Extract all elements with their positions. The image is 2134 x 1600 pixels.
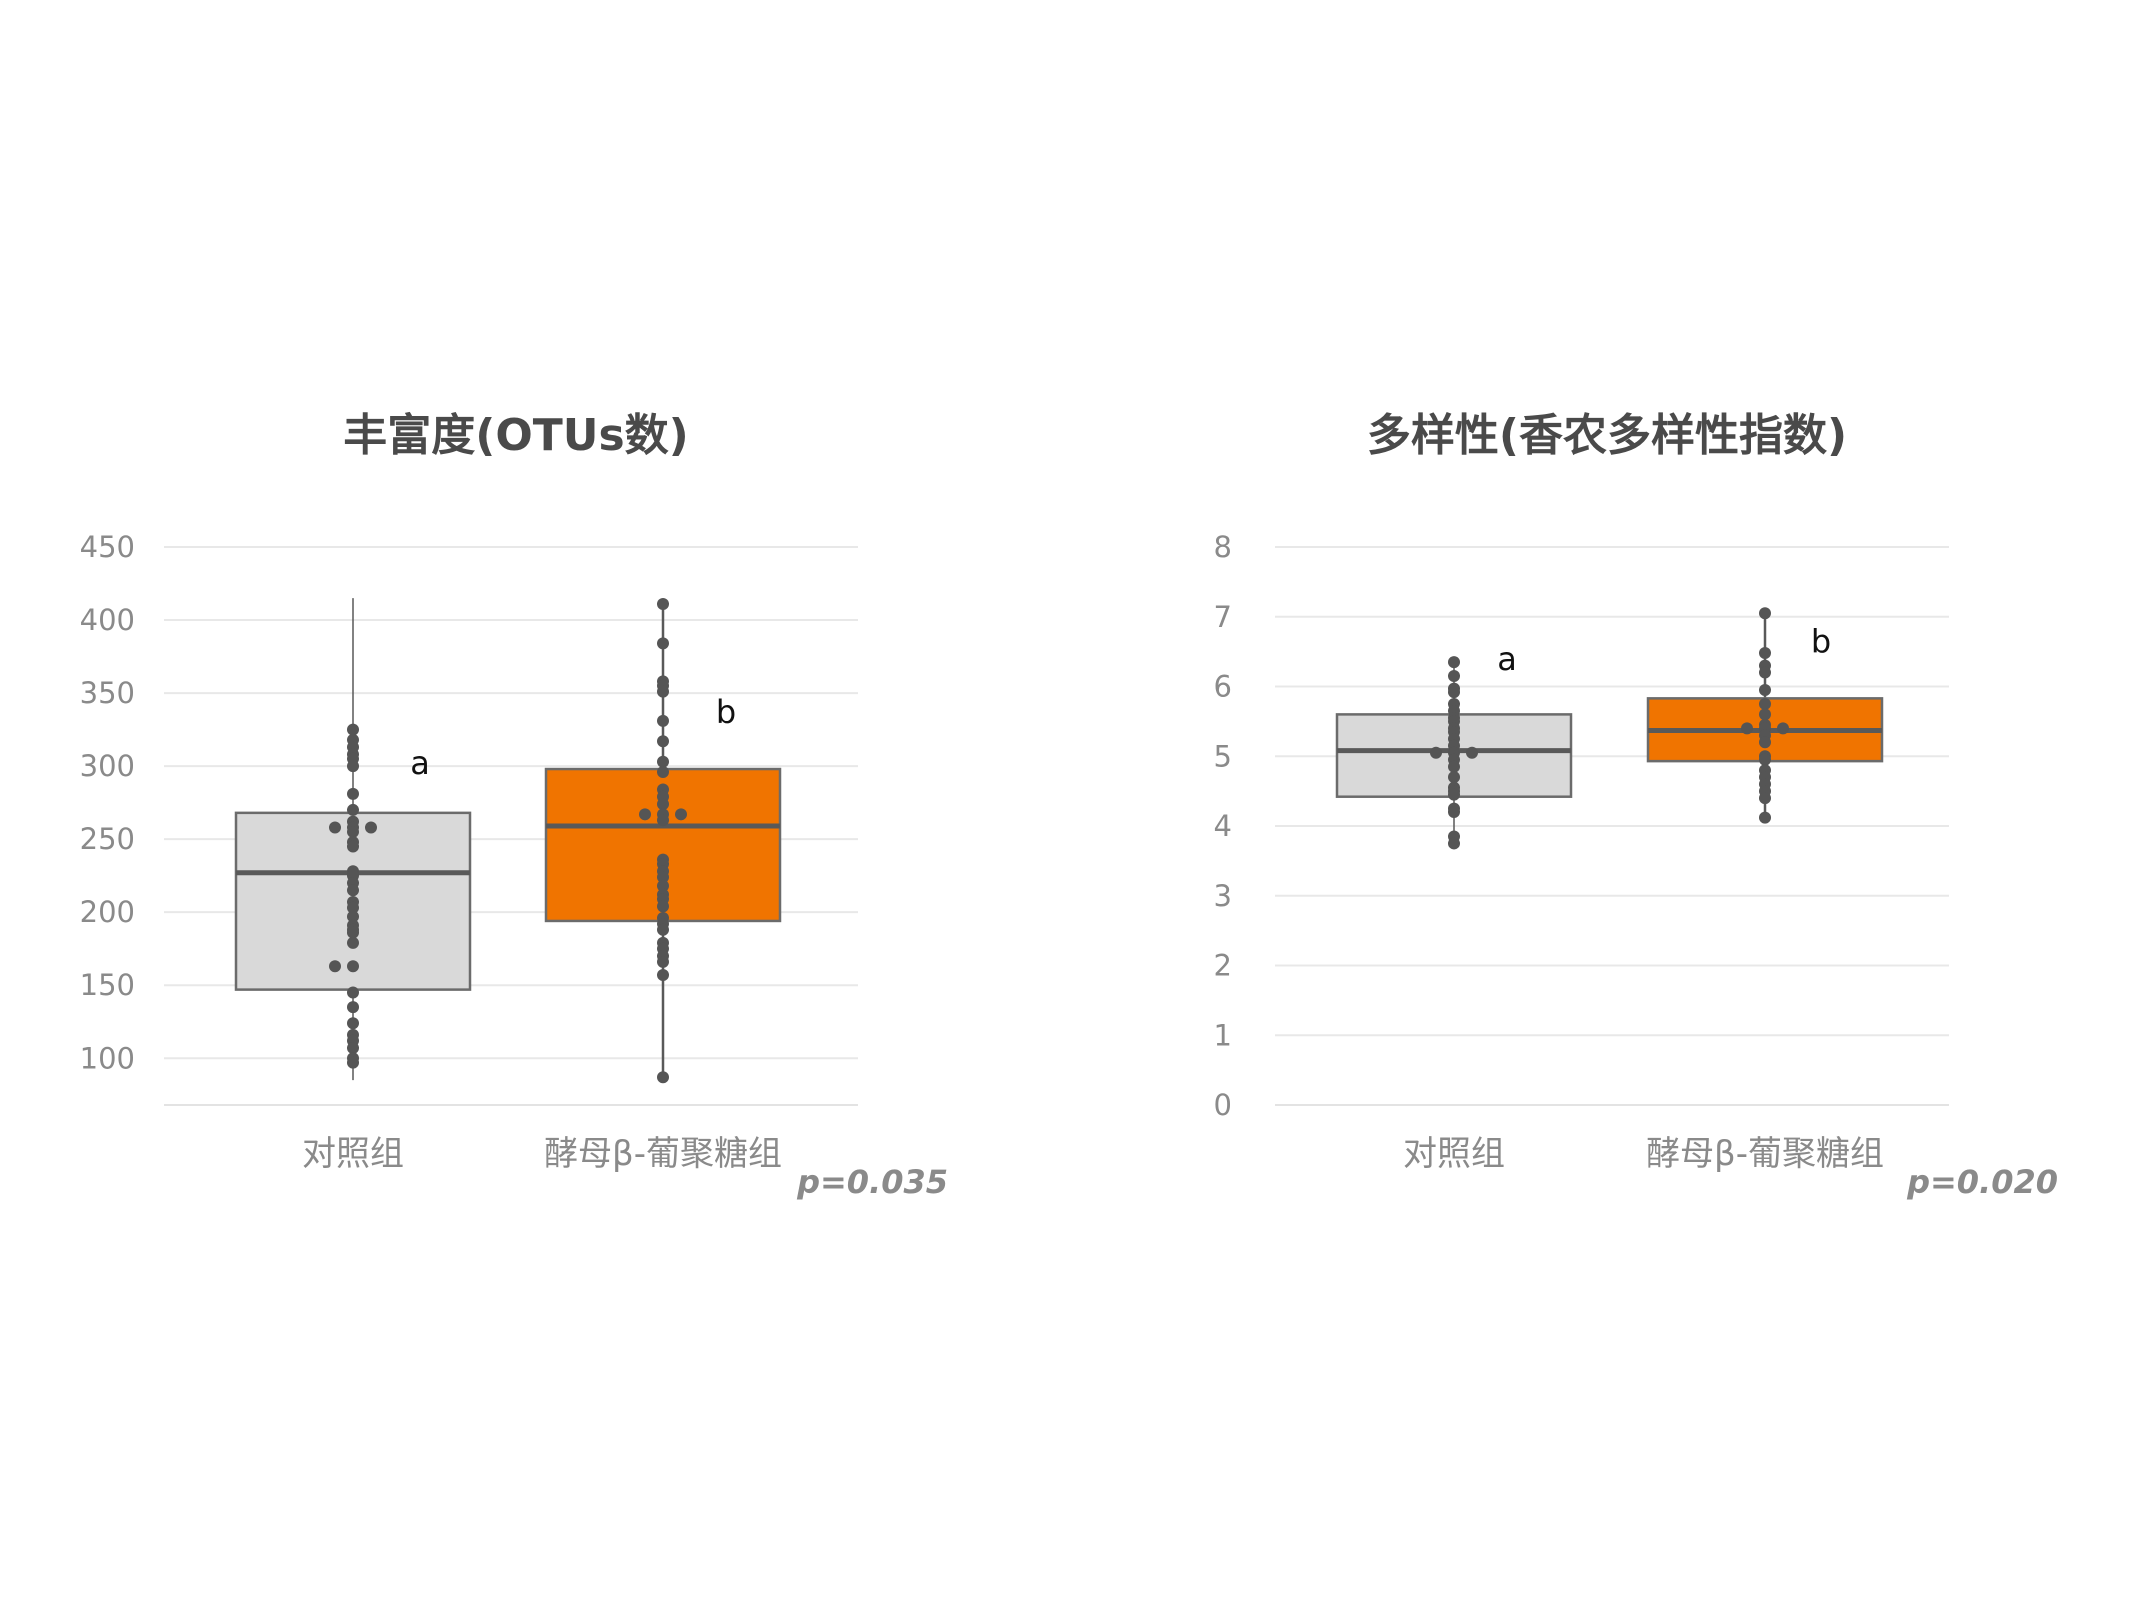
data-point [657,765,669,778]
y-tick-label: 350 [80,676,135,710]
y-tick-label: 8 [1214,530,1232,564]
data-point [1759,647,1771,660]
data-point [347,1001,359,1014]
data-point [1448,686,1460,699]
data-point [347,986,359,999]
y-tick-label: 3 [1214,879,1232,913]
data-point [657,923,669,936]
data-point [1466,746,1478,759]
data-point [675,808,687,821]
y-tick-label: 0 [1214,1088,1232,1122]
data-point [347,723,359,736]
data-point [1759,666,1771,679]
data-point [657,798,669,811]
data-point [657,714,669,727]
x-category-label: 对照组 [302,1134,404,1174]
y-tick-label: 400 [80,603,135,637]
data-point [347,1017,359,1030]
p-value-label: p=0.020 [1906,1163,2058,1201]
y-tick-label: 1 [1214,1018,1232,1052]
data-point [657,637,669,650]
data-point [1448,760,1460,773]
y-tick-label: 200 [80,895,135,929]
data-point [657,1071,669,1084]
data-point [1759,736,1771,749]
chart-panel-1: 丰富度(OTUs数) 100 150 200 250 300 350 400 450 a 对照组 b 酵… [80,410,948,1201]
data-point [657,879,669,892]
y-tick-label: 2 [1214,949,1232,983]
data-point [1759,753,1771,766]
data-point [1448,806,1460,819]
data-point [657,597,669,610]
significance-letter: b [1811,623,1831,661]
significance-letter: a [1497,640,1517,678]
y-tick-label: 250 [80,822,135,856]
data-point [347,825,359,838]
data-point [657,814,669,827]
significance-letter: b [716,693,736,731]
data-point [347,936,359,949]
data-point [347,884,359,897]
y-tick-label: 6 [1214,670,1232,704]
data-point [365,821,377,834]
data-point [1777,722,1789,735]
x-category-label: 酵母β-葡聚糖组 [1646,1134,1884,1174]
y-tick-label: 300 [80,749,135,783]
data-point [347,926,359,939]
data-point [347,840,359,853]
data-point [1759,607,1771,620]
data-point [1759,708,1771,721]
chart-title: 丰富度(OTUs数) [343,410,689,461]
data-point [347,901,359,914]
data-point [639,808,651,821]
data-point [1448,656,1460,669]
data-point [347,1056,359,1069]
data-point [347,960,359,973]
data-point [1759,697,1771,710]
data-point [347,803,359,816]
data-point [657,955,669,968]
x-category-label: 酵母β-葡聚糖组 [544,1134,782,1174]
data-point [1448,670,1460,683]
data-point [347,1042,359,1055]
data-point [1448,837,1460,850]
data-point [1759,792,1771,805]
data-point [657,685,669,698]
data-point [347,910,359,923]
y-tick-label: 7 [1214,600,1232,634]
data-point [1448,788,1460,801]
data-point [1430,746,1442,759]
chart-title: 多样性(香农多样性指数) [1367,410,1847,461]
chart-panel-2: 多样性(香农多样性指数) 0 1 2 3 4 5 6 7 8 a 对照组 b 酵母β-葡聚糖组 p=0.02… [1214,410,2058,1201]
y-tick-label: 450 [80,530,135,564]
data-point [657,735,669,748]
data-point [657,900,669,913]
data-point [329,821,341,834]
data-point [1448,771,1460,784]
y-tick-label: 4 [1214,809,1232,843]
data-point [657,968,669,981]
data-point [347,760,359,773]
y-tick-label: 100 [80,1041,135,1075]
data-point [347,787,359,800]
data-point [657,871,669,884]
y-tick-label: 5 [1214,739,1232,773]
significance-letter: a [410,744,430,782]
data-point [1741,722,1753,735]
data-point [329,960,341,973]
data-point [1759,683,1771,696]
y-tick-label: 150 [80,968,135,1002]
data-point [657,755,669,768]
p-value-label: p=0.035 [796,1163,948,1201]
data-point [1759,811,1771,824]
x-category-label: 对照组 [1403,1134,1505,1174]
